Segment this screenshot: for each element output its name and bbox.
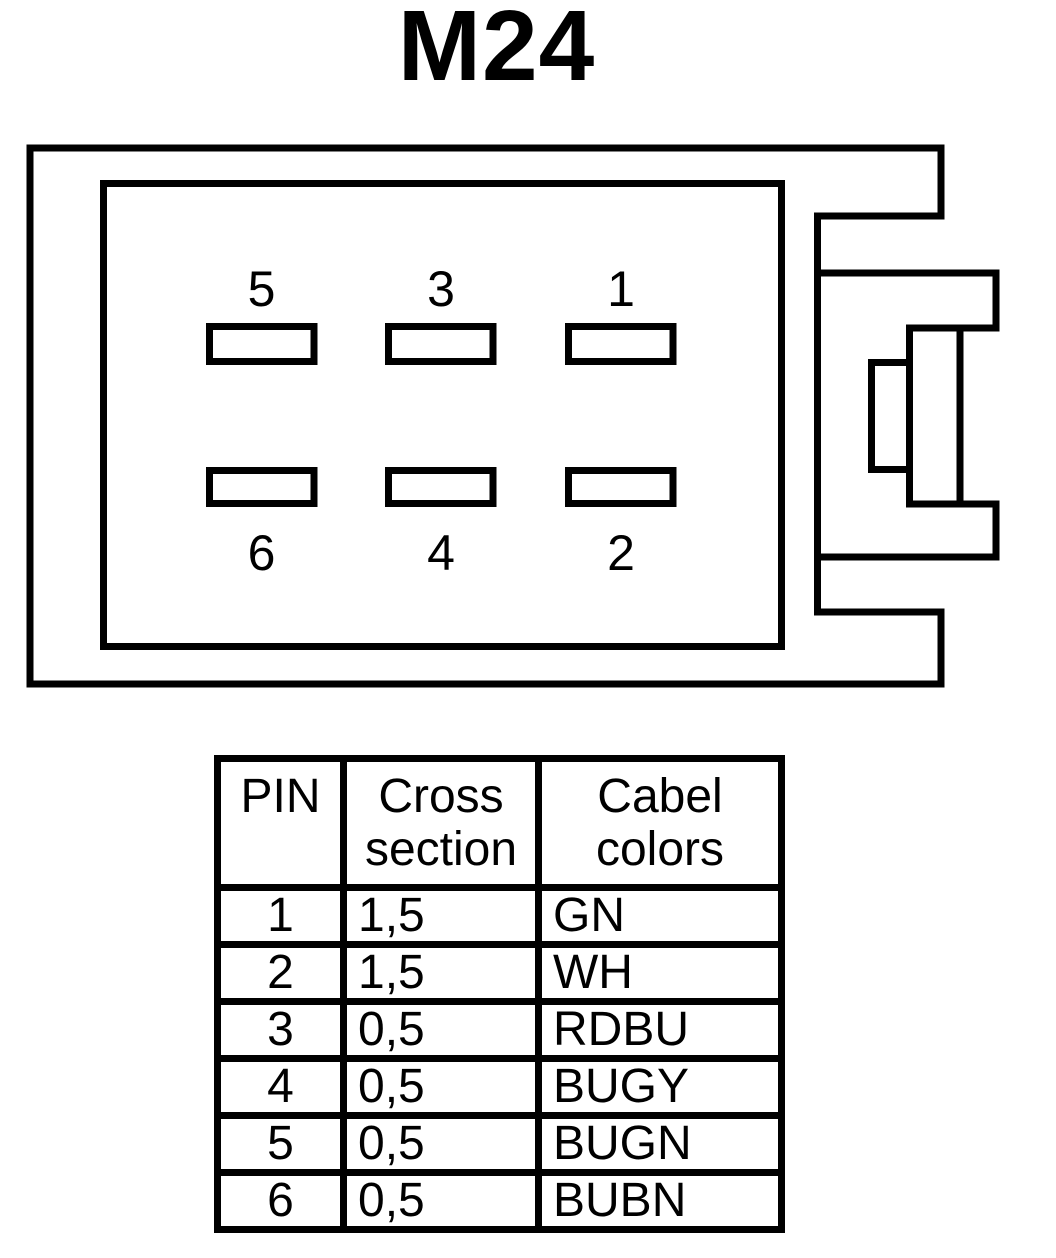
- header-cable-line1: Cabel: [597, 770, 723, 823]
- pin-cavity-1: [565, 323, 677, 365]
- table-row: 2 1,5 WH: [214, 941, 785, 1005]
- cell-cross-section: 1,5: [340, 884, 542, 948]
- cell-pin: 2: [214, 941, 347, 1005]
- cell-cable-color: RDBU: [535, 998, 785, 1062]
- cell-cross-section: 0,5: [340, 1055, 542, 1119]
- pin-label-4: 4: [427, 525, 455, 581]
- cell-pin: 3: [214, 998, 347, 1062]
- cell-cable-color: BUGN: [535, 1112, 785, 1176]
- cell-cable-color: BUGY: [535, 1055, 785, 1119]
- cell-cross-section: 1,5: [340, 941, 542, 1005]
- pin-label-6: 6: [248, 525, 276, 581]
- header-cable-colors: Cabel colors: [535, 755, 785, 891]
- cell-pin: 1: [214, 884, 347, 948]
- cell-cable-color: BUBN: [535, 1169, 785, 1233]
- header-cross-section: Cross section: [340, 755, 542, 891]
- connector-inner-wall: [100, 180, 785, 650]
- connector-title: M24: [397, 0, 596, 102]
- pin-label-1: 1: [607, 261, 635, 317]
- cell-pin: 5: [214, 1112, 347, 1176]
- pin-cavity-6: [206, 467, 318, 507]
- header-cross-line2: section: [364, 823, 518, 876]
- cell-cable-color: WH: [535, 941, 785, 1005]
- pin-cavity-3: [385, 323, 497, 365]
- header-cable-line2: colors: [595, 823, 725, 876]
- cell-cable-color: GN: [535, 884, 785, 948]
- pin-cavity-5: [206, 323, 318, 365]
- latch-key-block: [868, 359, 913, 473]
- cell-cross-section: 0,5: [340, 998, 542, 1062]
- table-row: 4 0,5 BUGY: [214, 1055, 785, 1119]
- table-row: 6 0,5 BUBN: [214, 1169, 785, 1233]
- pin-cavity-2: [565, 467, 677, 507]
- cell-pin: 6: [214, 1169, 347, 1233]
- table-row: 3 0,5 RDBU: [214, 998, 785, 1062]
- cell-cross-section: 0,5: [340, 1169, 542, 1233]
- pin-label-5: 5: [248, 261, 276, 317]
- header-cross-line1: Cross: [378, 770, 504, 823]
- cell-cross-section: 0,5: [340, 1112, 542, 1176]
- pinout-table: PIN Cross section Cabel colors 1 1,5 GN …: [214, 755, 785, 1233]
- table-row: 5 0,5 BUGN: [214, 1112, 785, 1176]
- pin-label-2: 2: [607, 525, 635, 581]
- table-row: 1 1,5 GN: [214, 884, 785, 948]
- cell-pin: 4: [214, 1055, 347, 1119]
- pin-label-3: 3: [427, 261, 455, 317]
- pin-cavity-4: [385, 467, 497, 507]
- table-header-row: PIN Cross section Cabel colors: [214, 755, 785, 891]
- connector-housing-outline: [26, 144, 945, 688]
- header-pin: PIN: [214, 755, 347, 891]
